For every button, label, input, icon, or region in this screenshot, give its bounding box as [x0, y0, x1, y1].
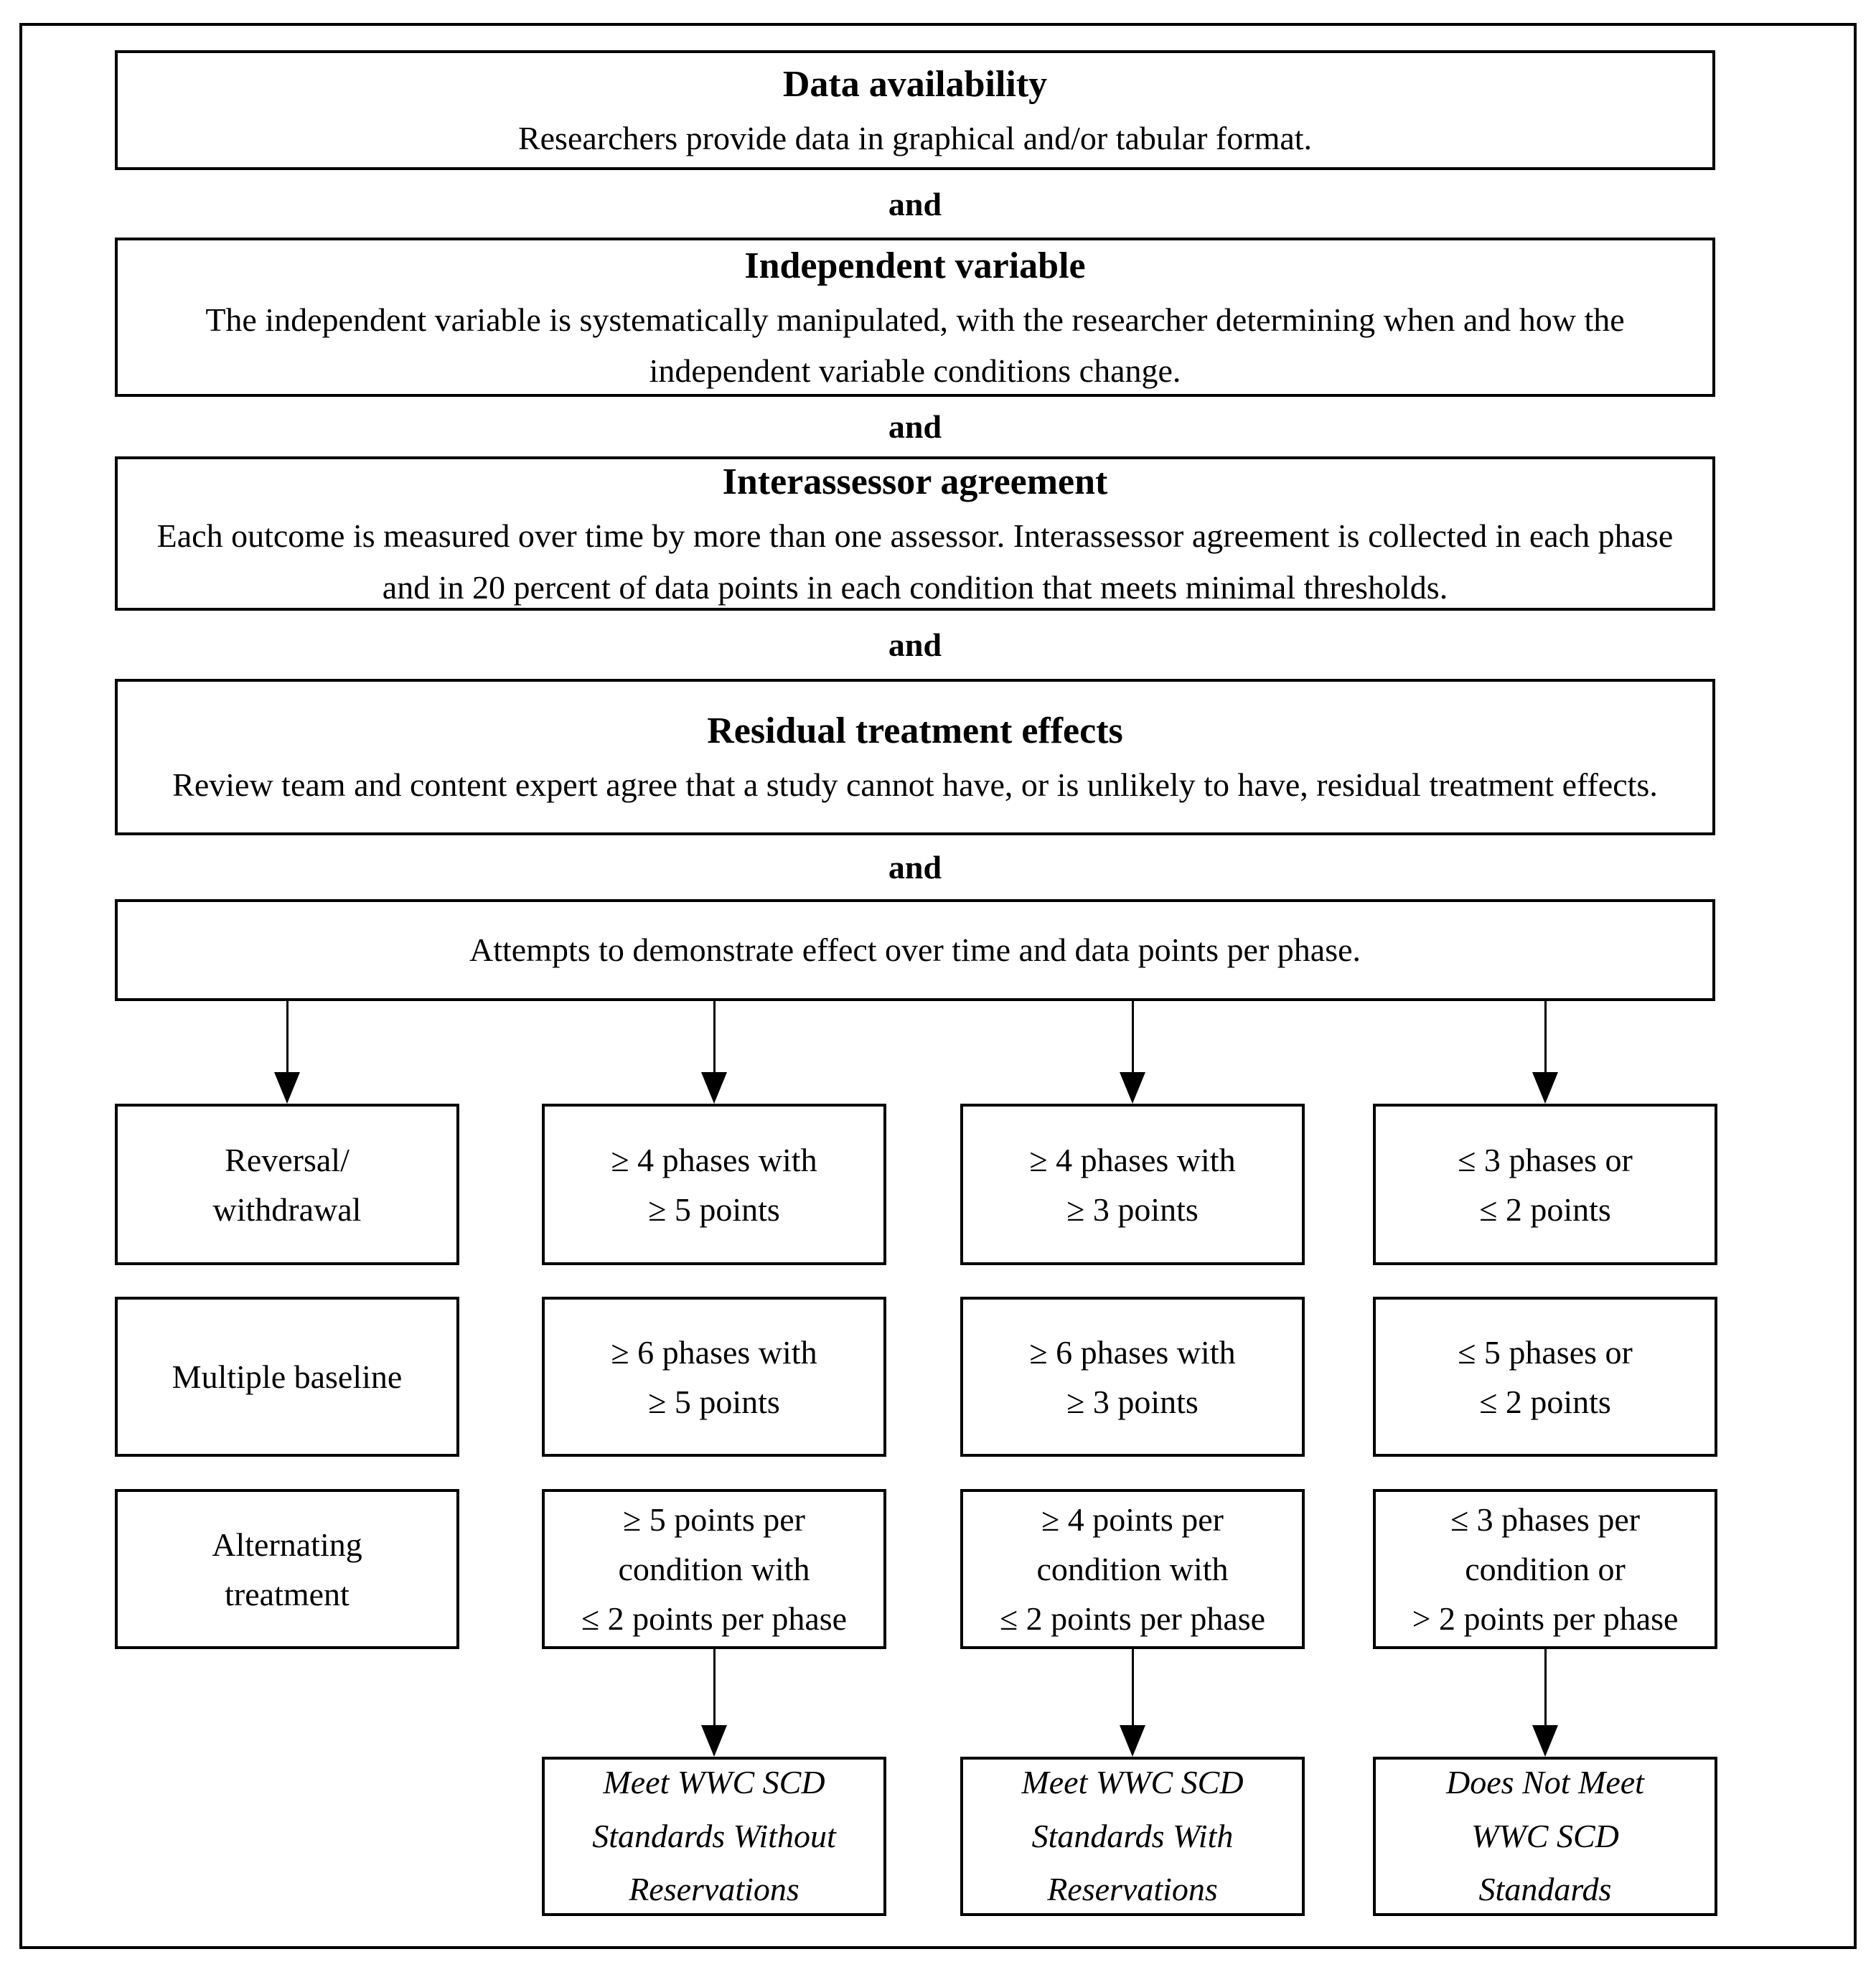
criteria-body: The independent variable is systematical…	[205, 301, 1625, 389]
threshold-r2-without-reservations: ≥ 6 phases with ≥ 5 points	[542, 1297, 886, 1457]
criteria-title: Data availability	[782, 63, 1048, 105]
arrow-head	[1120, 1725, 1145, 1757]
criteria-title: Residual treatment effects	[707, 710, 1123, 752]
criteria-box-interassessor-agreement: Interassessor agreement Each outcome is …	[115, 456, 1715, 611]
threshold-r3-without-reservations: ≥ 5 points per condition with ≤ 2 points…	[542, 1489, 886, 1649]
arrow-shaft	[286, 1001, 289, 1072]
criteria-box-independent-variable: Independent variable The independent var…	[115, 238, 1715, 397]
down-arrow-col1	[274, 1001, 300, 1104]
down-arrow-col3	[1120, 1001, 1145, 1104]
arrow-shaft	[713, 1649, 716, 1725]
outcome-box-meets-without-reservations: Meet WWC SCD Standards Without Reservati…	[542, 1757, 886, 1916]
design-box-alternating-treatment: Alternating treatment	[115, 1489, 459, 1649]
criteria-title: Independent variable	[744, 245, 1086, 286]
arrow-head	[274, 1072, 300, 1104]
arrow-head	[701, 1725, 727, 1757]
down-arrow-col4	[1532, 1001, 1558, 1104]
connector-and-3: and	[888, 626, 942, 663]
criteria-box-residual-treatment-effects: Residual treatment effects Review team a…	[115, 679, 1715, 835]
outer-frame	[19, 23, 1857, 1949]
arrow-shaft	[713, 1001, 716, 1072]
arrow-head	[1532, 1072, 1558, 1104]
threshold-r1-with-reservations: ≥ 4 phases with ≥ 3 points	[960, 1104, 1305, 1265]
arrow-head	[701, 1072, 727, 1104]
outcome-box-does-not-meet: Does Not Meet WWC SCD Standards	[1373, 1757, 1717, 1916]
threshold-r3-with-reservations: ≥ 4 points per condition with ≤ 2 points…	[960, 1489, 1305, 1649]
threshold-r2-with-reservations: ≥ 6 phases with ≥ 3 points	[960, 1297, 1305, 1457]
threshold-r2-does-not-meet: ≤ 5 phases or ≤ 2 points	[1373, 1297, 1717, 1457]
threshold-r1-does-not-meet: ≤ 3 phases or ≤ 2 points	[1373, 1104, 1717, 1265]
connector-and-1: and	[888, 185, 942, 222]
arrow-head	[1532, 1725, 1558, 1757]
criteria-title: Interassessor agreement	[722, 461, 1108, 503]
outcome-box-meets-with-reservations: Meet WWC SCD Standards With Reservations	[960, 1757, 1305, 1916]
design-box-reversal-withdrawal: Reversal/ withdrawal	[115, 1104, 459, 1265]
down-arrow-outcome-col4	[1532, 1649, 1558, 1757]
threshold-r3-does-not-meet: ≤ 3 phases per condition or > 2 points p…	[1373, 1489, 1717, 1649]
attempts-body: Attempts to demonstrate effect over time…	[469, 931, 1361, 969]
criteria-body: Review team and content expert agree tha…	[172, 766, 1658, 804]
criteria-body: Each outcome is measured over time by mo…	[156, 517, 1674, 606]
down-arrow-outcome-col2	[701, 1649, 727, 1757]
attempts-box: Attempts to demonstrate effect over time…	[115, 899, 1715, 1001]
arrow-shaft	[1131, 1649, 1134, 1725]
arrow-shaft	[1131, 1001, 1134, 1072]
criteria-box-data-availability: Data availability Researchers provide da…	[115, 50, 1715, 170]
arrow-head	[1120, 1072, 1145, 1104]
threshold-r1-without-reservations: ≥ 4 phases with ≥ 5 points	[542, 1104, 886, 1265]
design-box-multiple-baseline: Multiple baseline	[115, 1297, 459, 1457]
connector-and-2: and	[888, 408, 942, 445]
arrow-shaft	[1544, 1001, 1547, 1072]
criteria-body: Researchers provide data in graphical an…	[517, 119, 1313, 156]
arrow-shaft	[1544, 1649, 1547, 1725]
connector-and-4: and	[888, 849, 942, 886]
down-arrow-outcome-col3	[1120, 1649, 1145, 1757]
down-arrow-col2	[701, 1001, 727, 1104]
